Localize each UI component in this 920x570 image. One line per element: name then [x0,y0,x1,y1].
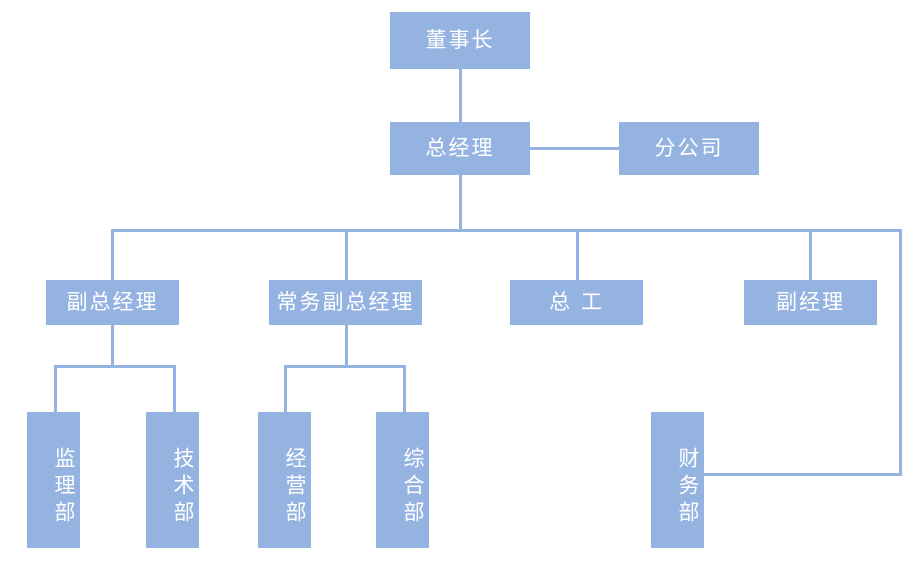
node-general-manager[interactable]: 总经理 [390,122,530,175]
connector-bus-to-deputy-manager [809,229,812,280]
connector-general-manager-to-branch-company [530,147,619,150]
connector-bus-to-chief-engineer [576,229,579,280]
node-deputy-manager[interactable]: 副经理 [744,280,877,325]
node-operations-dept[interactable]: 经营部 [258,412,311,548]
connector-bus-to-supervision-dept [54,365,57,413]
connector-chairman-to-general-manager [459,69,462,123]
connector-deputy-general-manager-stem [111,325,114,366]
connector-deputy-general-manager-bus [54,365,176,368]
connector-executive-deputy-general-manager-bus [284,365,406,368]
node-chairman[interactable]: 董事长 [390,12,530,69]
node-deputy-general-manager[interactable]: 副总经理 [46,280,179,325]
connector-bus-to-deputy-general-manager [111,229,114,280]
node-branch-company[interactable]: 分公司 [619,122,759,175]
connector-right-rail-to-finance-dept [703,473,902,476]
node-executive-deputy-general-manager[interactable]: 常务副总经理 [269,280,422,325]
node-chief-engineer[interactable]: 总 工 [510,280,643,325]
connector-bus-to-technical-dept [173,365,176,413]
node-general-affairs-dept[interactable]: 综合部 [376,412,429,548]
connector-bus-to-operations-dept [284,365,287,413]
node-technical-dept[interactable]: 技术部 [146,412,199,548]
connector-executive-deputy-general-manager-stem [345,325,348,366]
connector-bus-to-general-affairs-dept [403,365,406,413]
connector-bus-to-executive-deputy-general-manager [345,229,348,280]
node-supervision-dept[interactable]: 监理部 [27,412,80,548]
connector-right-rail-vertical [899,229,902,476]
connector-level3-bus [111,229,902,232]
node-finance-dept[interactable]: 财务部 [651,412,704,548]
connector-general-manager-stem [459,175,462,231]
